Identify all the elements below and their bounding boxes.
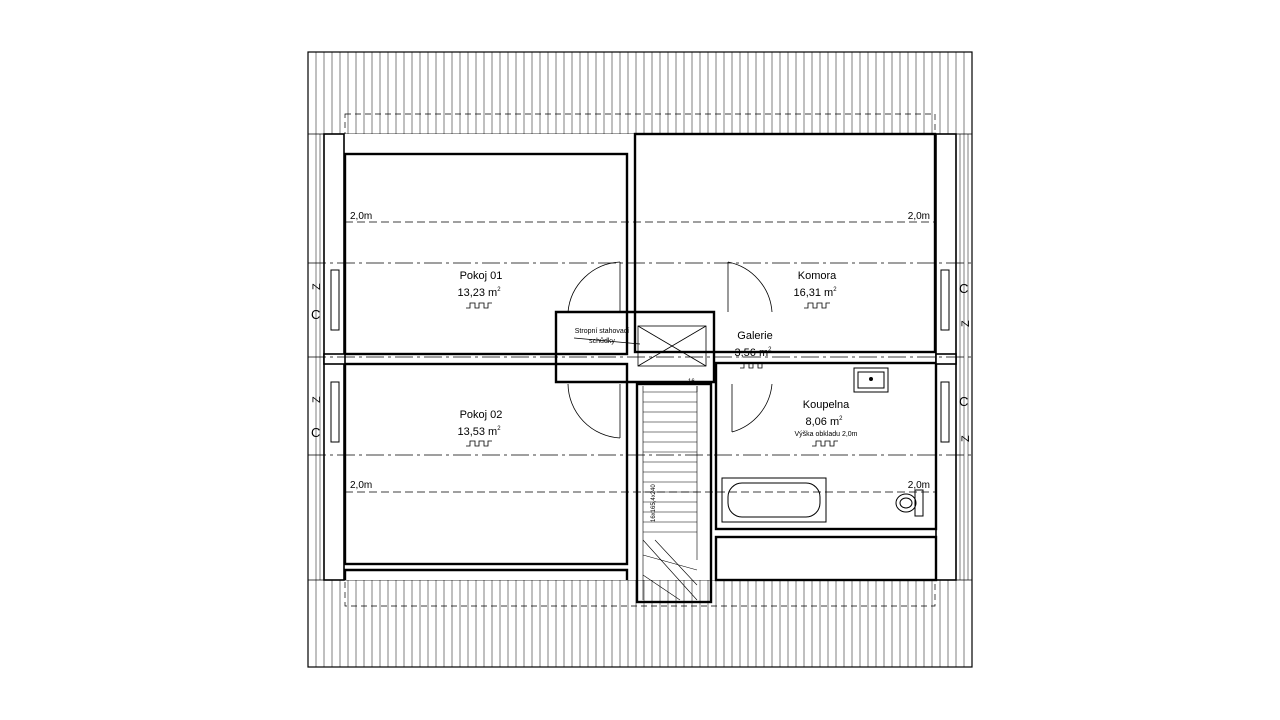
window-mark-c: C: [311, 307, 320, 322]
room-area-pokoj02: 13,53 m2: [457, 426, 501, 438]
window-mark-c: C: [959, 394, 968, 409]
window: [330, 381, 340, 443]
room-galerie: [554, 310, 716, 384]
room-note-koupelna: Výška obkladu 2,0m: [794, 431, 857, 438]
room-name-galerie: Galerie: [737, 330, 772, 342]
door-swing: [727, 261, 773, 313]
window-mark-z: Z: [960, 435, 972, 442]
room-komora: [633, 132, 937, 354]
roof-tiles-top: [315, 52, 965, 134]
attic-ladder: [573, 325, 707, 367]
stairs: [642, 386, 698, 601]
room-bottom-right: [714, 535, 938, 582]
window-mark-z: Z: [311, 283, 323, 290]
door-swing: [567, 383, 621, 439]
door-swing: [567, 261, 621, 313]
room-bottom-left: [343, 568, 629, 580]
floor-symbol: [466, 302, 492, 309]
room-pokoj01: [343, 152, 629, 356]
bathroom-fixtures: [721, 367, 924, 523]
floor-symbol: [804, 302, 830, 309]
toilet-seat: [899, 497, 913, 509]
level-label-bl: 2,0m: [350, 480, 372, 491]
room-name-komora: Komora: [798, 270, 837, 282]
doors: [567, 261, 773, 439]
sink-drain: [869, 377, 873, 381]
stair-winder: [642, 554, 698, 571]
level-label-tr: 2,0m: [908, 211, 930, 222]
window-mark-c: C: [959, 281, 968, 296]
window-mark-z: Z: [311, 396, 323, 403]
window-mark-c: C: [311, 425, 320, 440]
sink-basin: [857, 371, 885, 389]
stair-winder: [642, 574, 681, 601]
floor-symbol: [740, 362, 766, 369]
window: [330, 269, 340, 331]
hatch-diagonal: [637, 325, 707, 367]
door-swing: [731, 383, 773, 433]
room-koupelna: [714, 361, 938, 531]
hatch: [637, 325, 707, 367]
roof-outline: [307, 51, 973, 668]
floor-symbol: [466, 440, 492, 447]
window: [940, 381, 950, 443]
axis-lines: [308, 221, 972, 493]
toilet-tank: [914, 489, 924, 517]
room-name-pokoj02: Pokoj 02: [460, 409, 503, 421]
window-mark-z: Z: [960, 320, 972, 327]
toilet-bowl: [895, 493, 917, 513]
level-label-tl: 2,0m: [350, 211, 372, 222]
room-area-koupelna: 8,06 m2: [806, 416, 844, 428]
room-area-komora: 16,31 m2: [793, 287, 837, 299]
stub: [323, 353, 346, 365]
stair-winder: [654, 539, 698, 586]
side-windows: [330, 269, 950, 443]
leader-line: [573, 337, 641, 345]
room-name-koupelna: Koupelna: [803, 399, 850, 411]
ladder-label-line1: Stropní stahovací: [575, 328, 630, 335]
level-label-br: 2,0m: [908, 480, 930, 491]
room-name-pokoj01: Pokoj 01: [460, 270, 503, 282]
room-area-galerie: 3,56 m2: [735, 347, 773, 359]
floor-symbols: [466, 302, 838, 447]
wall-stubs: [323, 353, 957, 365]
room-walls: [343, 132, 938, 604]
floor-symbol: [812, 440, 838, 447]
stub: [935, 353, 957, 365]
stair-step-count: 16: [688, 379, 695, 385]
sink: [853, 367, 889, 393]
stair-winder: [642, 539, 698, 601]
bathtub-inner: [727, 482, 821, 518]
room-pokoj02: [343, 362, 629, 566]
room-area-pokoj01: 13,23 m2: [457, 287, 501, 299]
stair-well: [635, 382, 713, 604]
stair-label: 16x165,4x240: [651, 484, 657, 522]
window: [940, 269, 950, 331]
roof-tiles-bottom: [315, 580, 965, 667]
ladder-label-line2: schůdky: [589, 337, 615, 345]
bathtub: [721, 477, 827, 523]
